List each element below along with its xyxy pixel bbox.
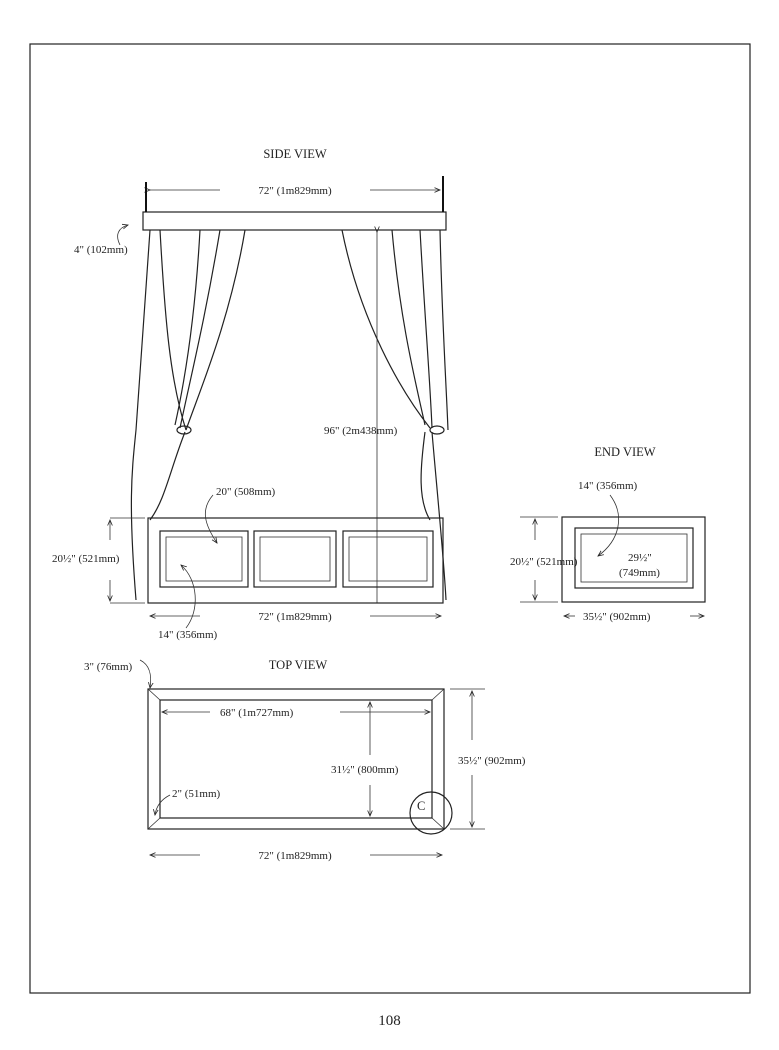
side-view: SIDE VIEW 72" (1m829mm) 4" (102mm) 96" (… — [52, 147, 449, 641]
end-depth-label: 35½" (902mm) — [583, 611, 651, 623]
right-curtain — [341, 229, 449, 601]
top-inner-length-label: 68" (1m727mm) — [220, 707, 294, 719]
chest-front — [147, 517, 444, 604]
end-view-title: END VIEW — [594, 445, 655, 459]
side-chest-height-label: 20½" (521mm) — [52, 553, 120, 565]
side-panel-width-label: 20" (508mm) — [216, 486, 276, 498]
side-overall-height-label: 96" (2m438mm) — [324, 425, 398, 437]
chest-end — [561, 516, 706, 603]
top-view: TOP VIEW 3" (76mm) 68" (1m727mm) 31½" (8… — [84, 658, 526, 862]
top-frame-label: 2" (51mm) — [172, 788, 221, 800]
side-width-bottom-label: 72" (1m829mm) — [258, 611, 332, 623]
top-inner-depth-label: 31½" (800mm) — [331, 764, 399, 776]
side-width-top-label: 72" (1m829mm) — [258, 185, 332, 197]
detail-c-circle — [409, 791, 453, 835]
page-border — [29, 43, 751, 994]
end-panel-width-line1: 29½" — [628, 552, 652, 564]
canopy-rail — [142, 211, 447, 231]
side-view-title: SIDE VIEW — [263, 147, 327, 161]
top-length-label: 72" (1m829mm) — [258, 850, 332, 862]
chest-top — [147, 688, 445, 830]
side-panel-height-label: 14" (356mm) — [158, 629, 218, 641]
page-number: 108 — [378, 1013, 401, 1029]
top-outer-depth-label: 35½" (902mm) — [458, 755, 526, 767]
hanging-chain — [145, 176, 444, 212]
left-curtain — [130, 229, 246, 601]
detail-c-label: C — [417, 799, 425, 813]
end-chest-height-label: 20½" (521mm) — [510, 556, 578, 568]
top-view-title: TOP VIEW — [269, 658, 328, 672]
end-panel-height-label: 14" (356mm) — [578, 480, 638, 492]
side-rail-height-label: 4" (102mm) — [74, 244, 128, 256]
end-view: END VIEW 14" (356mm) 29½" (749mm) 20½" (… — [510, 445, 706, 623]
end-panel-width-line2: (749mm) — [619, 567, 660, 579]
top-corner-label: 3" (76mm) — [84, 661, 133, 673]
